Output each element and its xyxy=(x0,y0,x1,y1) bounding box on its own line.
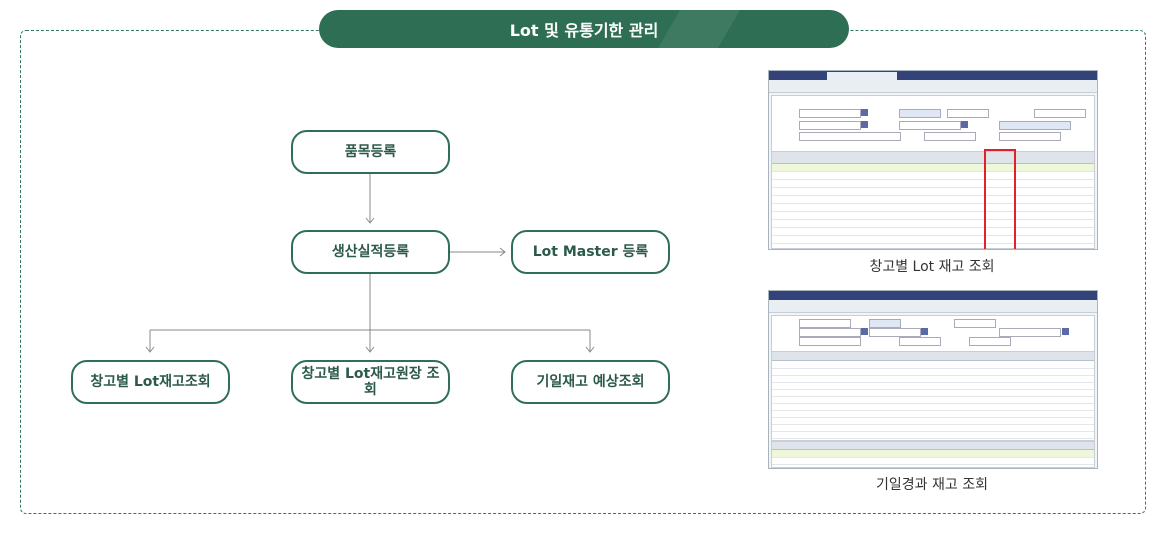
thumb-toolbar xyxy=(769,80,1097,93)
arrowhead-aging-stock xyxy=(585,346,595,353)
thumb2-grid xyxy=(771,351,1095,441)
screenshot-aging-stock xyxy=(768,290,1098,469)
screenshot-caption-1: 창고별 Lot 재고 조회 xyxy=(869,259,995,275)
thumb-tabbar xyxy=(769,71,1097,80)
arrowhead-production xyxy=(365,217,375,224)
thumb-highlight-box xyxy=(984,149,1016,249)
section-title-text: Lot 및 유통기한 관리 xyxy=(509,21,659,40)
node-aging-stock-forecast: 기일재고 예상조회 xyxy=(511,360,670,404)
node-warehouse-lot-stock: 창고별 Lot재고조회 xyxy=(71,360,230,404)
node-lot-master-registration-label: Lot Master 등록 xyxy=(532,244,649,260)
node-warehouse-lot-ledger: 창고별 Lot재고원장 조회 xyxy=(291,360,450,404)
node-production-registration-label: 생산실적등록 xyxy=(331,244,410,260)
thumb2-toolbar xyxy=(769,300,1097,313)
screenshot-caption-2: 기일경과 재고 조회 xyxy=(876,477,988,493)
node-warehouse-lot-stock-label: 창고별 Lot재고조회 xyxy=(90,374,211,390)
node-item-registration: 품목등록 xyxy=(291,130,450,174)
thumb2-tabbar xyxy=(769,291,1097,300)
arrowhead-warehouse-stock xyxy=(145,346,155,353)
node-warehouse-lot-ledger-label: 창고별 Lot재고원장 조회 xyxy=(301,366,440,398)
screenshot-warehouse-lot-stock xyxy=(768,70,1098,250)
thumb-grid xyxy=(771,151,1095,249)
section-title: Lot 및 유통기한 관리 xyxy=(319,10,849,48)
node-item-registration-label: 품목등록 xyxy=(344,144,397,160)
node-lot-master-registration: Lot Master 등록 xyxy=(511,230,670,274)
node-production-registration: 생산실적등록 xyxy=(291,230,450,274)
node-aging-stock-forecast-label: 기일재고 예상조회 xyxy=(536,374,645,390)
arrowhead-warehouse-ledger xyxy=(365,346,375,353)
arrowhead-lotmaster xyxy=(499,247,506,257)
thumb2-detail-grid xyxy=(771,441,1095,468)
